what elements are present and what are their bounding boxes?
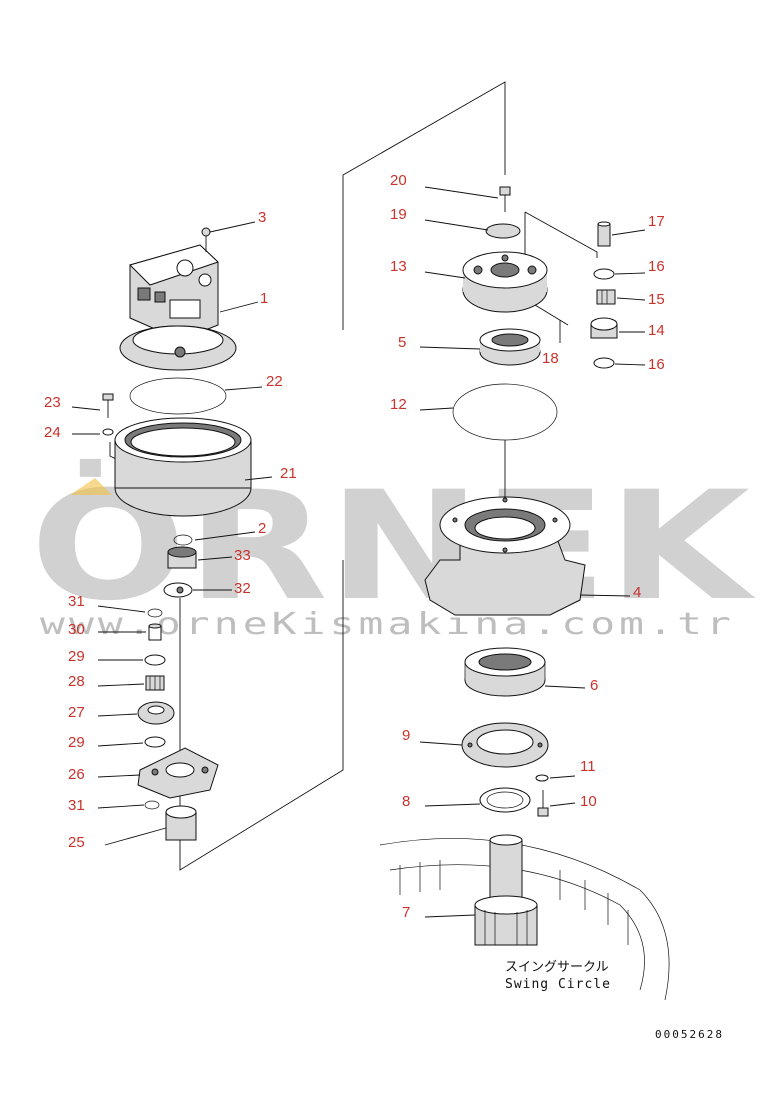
callout-6: 6 [590, 677, 598, 694]
callout-27: 27 [68, 704, 85, 721]
callout-31-bottom: 31 [68, 797, 85, 814]
callout-3: 3 [258, 209, 266, 226]
washer-16-top [593, 268, 615, 280]
callout-28: 28 [68, 673, 85, 690]
callout-10: 10 [580, 793, 597, 810]
callout-31-top: 31 [68, 593, 85, 610]
watermark-logo-mark [70, 478, 112, 495]
needle-bearing-28 [145, 675, 165, 691]
sun-gear-25 [165, 805, 197, 841]
snap-ring-31-bottom [144, 800, 160, 810]
pin-30 [148, 623, 162, 641]
plate-19 [485, 223, 521, 239]
washer-24 [102, 428, 114, 436]
callout-21: 21 [280, 465, 297, 482]
washer-11 [535, 774, 549, 782]
callout-24: 24 [44, 424, 61, 441]
callout-30: 30 [68, 621, 85, 638]
callout-16-top: 16 [648, 258, 665, 275]
swing-circle [379, 838, 670, 1001]
callout-22: 22 [266, 373, 283, 390]
seal-8 [479, 787, 531, 813]
washer-29-top [144, 654, 166, 666]
swing-circle-label-jp: スイングサークル [505, 960, 609, 975]
swing-motor [119, 244, 237, 371]
bolt-3 [201, 227, 211, 252]
planet-gear-14 [590, 317, 618, 339]
callout-7: 7 [402, 904, 410, 921]
callout-4: 4 [633, 584, 641, 601]
callout-11: 11 [580, 758, 596, 775]
callout-16-bottom: 16 [648, 356, 665, 373]
ring-gear-21 [114, 417, 252, 517]
carrier-13 [462, 251, 548, 313]
callout-14: 14 [648, 322, 665, 339]
housing-4 [424, 496, 586, 616]
shaft-18 [534, 304, 569, 326]
watermark: ÖRNEK www.orneKismakina.com.tr [30, 458, 756, 642]
callout-29-bottom: 29 [68, 734, 85, 751]
ring-2 [173, 534, 193, 546]
callout-20: 20 [390, 172, 407, 189]
callout-1: 1 [260, 290, 268, 307]
bearing-6 [464, 647, 546, 697]
callout-12: 12 [390, 396, 407, 413]
washer-29-bottom [144, 736, 166, 748]
callout-13: 13 [390, 258, 407, 275]
washer-32 [163, 582, 193, 598]
callout-29-top: 29 [68, 648, 85, 665]
bolt-23 [102, 393, 114, 418]
callout-15: 15 [648, 291, 665, 308]
carrier-26 [137, 747, 219, 799]
o-ring-12 [452, 383, 558, 441]
drawing-number: 00052628 [655, 1028, 724, 1041]
swing-circle-label-en: Swing Circle [505, 977, 611, 992]
snap-ring-31-top [147, 608, 163, 618]
callout-18: 18 [542, 350, 559, 367]
callout-9: 9 [402, 727, 410, 744]
planet-gear-27 [137, 701, 175, 725]
o-ring-22 [129, 377, 227, 415]
callout-17: 17 [648, 213, 665, 230]
leader-lines [71, 186, 646, 918]
callout-33: 33 [234, 547, 251, 564]
callout-2: 2 [258, 520, 266, 537]
pin-17 [597, 221, 611, 247]
bolt-10 [537, 790, 549, 817]
callout-26: 26 [68, 766, 85, 783]
callout-8: 8 [402, 793, 410, 810]
callouts: 1 2 3 4 5 6 7 8 9 10 11 12 13 14 15 16 1… [44, 172, 665, 921]
pinion-7 [474, 834, 538, 946]
callout-25: 25 [68, 834, 85, 851]
washer-16-bottom [593, 357, 615, 369]
callout-32: 32 [234, 580, 251, 597]
needle-bearing-15 [596, 289, 616, 305]
cover-9 [461, 722, 549, 768]
bolt-20 [499, 186, 511, 212]
gear-33 [167, 546, 197, 569]
callout-19: 19 [390, 206, 407, 223]
callout-5: 5 [398, 334, 406, 351]
callout-23: 23 [44, 394, 61, 411]
bearing-5 [479, 328, 541, 366]
